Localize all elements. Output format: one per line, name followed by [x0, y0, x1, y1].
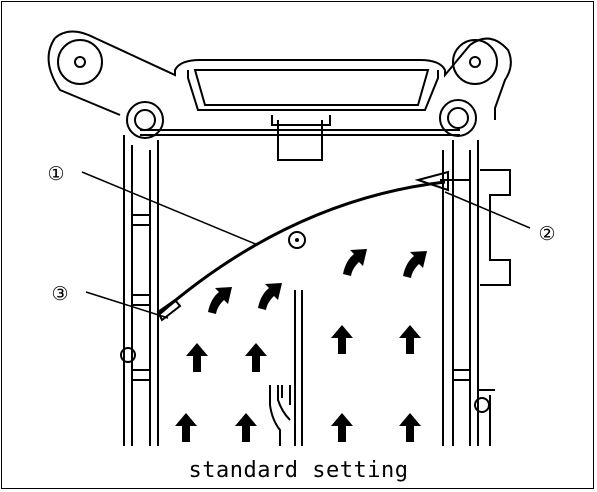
guide-curve — [157, 180, 446, 317]
mechanism-outline — [47, 30, 512, 446]
straight-up-arrow-icon — [399, 413, 421, 442]
straight-up-arrow-icon — [399, 325, 421, 354]
curved-arrow-icon — [208, 287, 232, 314]
straight-up-arrow-icon — [245, 343, 267, 372]
callout-2: ② — [538, 223, 555, 245]
straight-up-arrow-icon — [331, 325, 353, 354]
straight-up-arrow-icon — [175, 413, 197, 442]
right-clip — [414, 170, 471, 195]
leader-lines — [81, 171, 531, 319]
curved-arrow-icon — [343, 249, 367, 276]
curved-arrow-icon — [403, 251, 427, 278]
circle-mark-icon — [288, 231, 306, 249]
callout-1: ① — [47, 163, 64, 185]
straight-up-arrow-icon — [235, 413, 257, 442]
mounting-holes — [57, 39, 498, 413]
callout-3: ③ — [51, 283, 68, 305]
left-clip — [156, 298, 182, 322]
curved-arrow-icon — [258, 283, 282, 310]
straight-up-arrow-icon — [331, 413, 353, 442]
straight-up-arrow-icon — [186, 343, 208, 372]
caption: standard setting — [188, 458, 409, 483]
